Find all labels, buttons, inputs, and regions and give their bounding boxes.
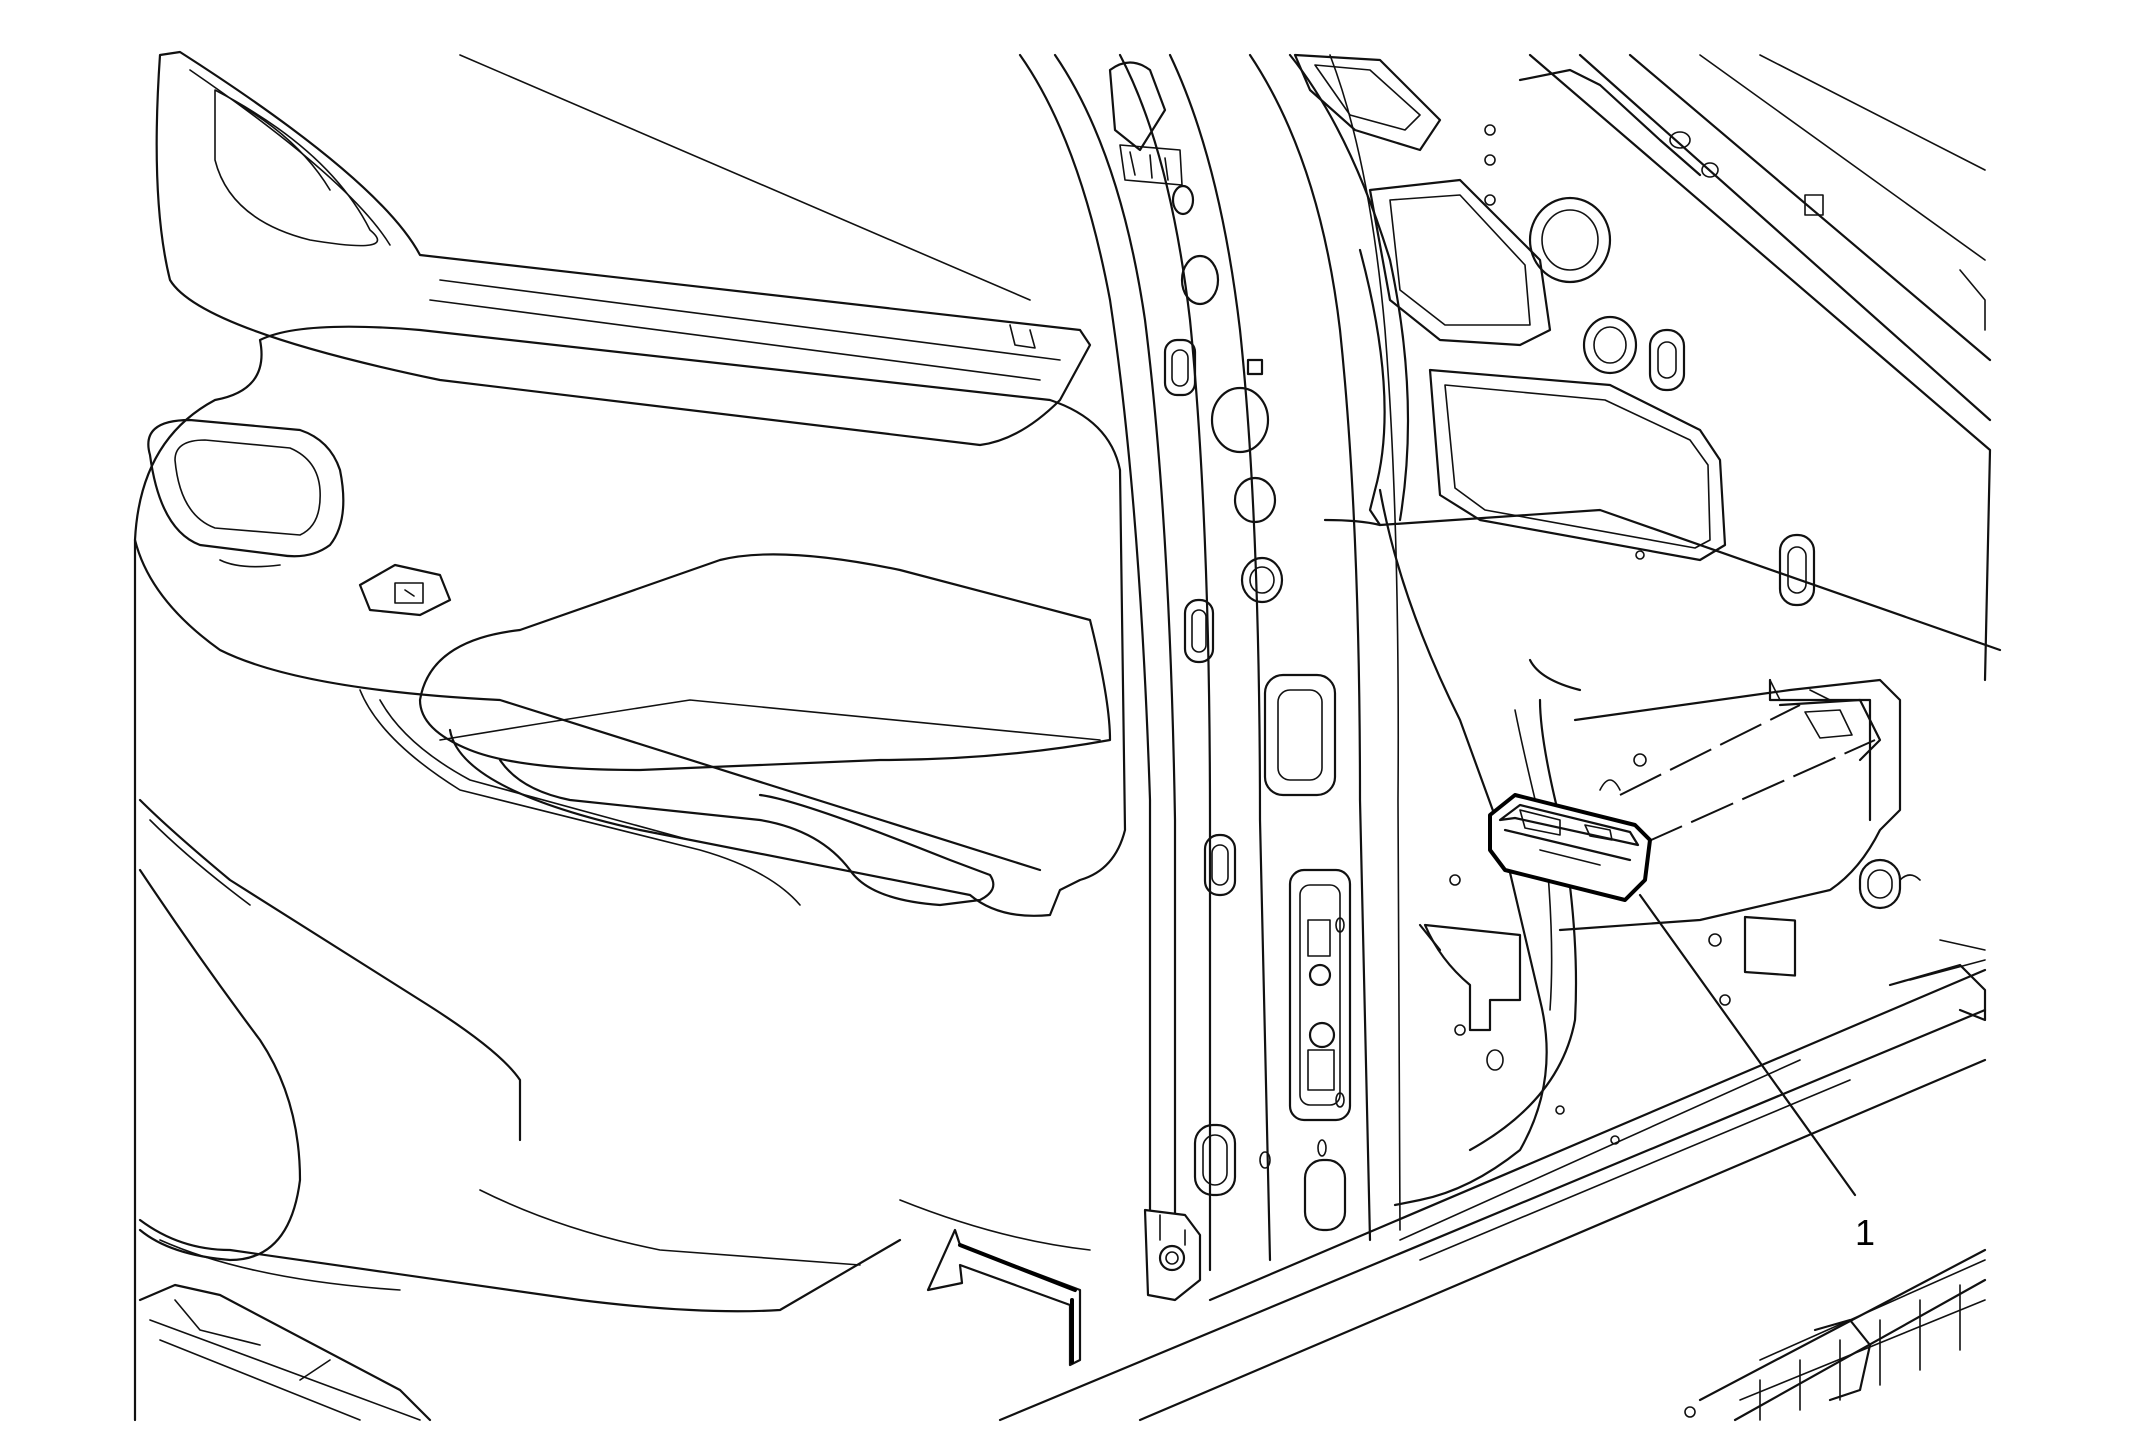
body-side-panel [998, 53, 2002, 1422]
b-pillar [1018, 53, 1401, 1302]
door-trim-panel [133, 50, 1127, 1422]
callout-1: 1 [1638, 893, 1875, 1253]
direction-arrow-icon [926, 1228, 1082, 1367]
callout-number: 1 [1855, 1212, 1875, 1253]
module-component [1488, 793, 1652, 902]
module-install-guide [1619, 698, 1882, 846]
